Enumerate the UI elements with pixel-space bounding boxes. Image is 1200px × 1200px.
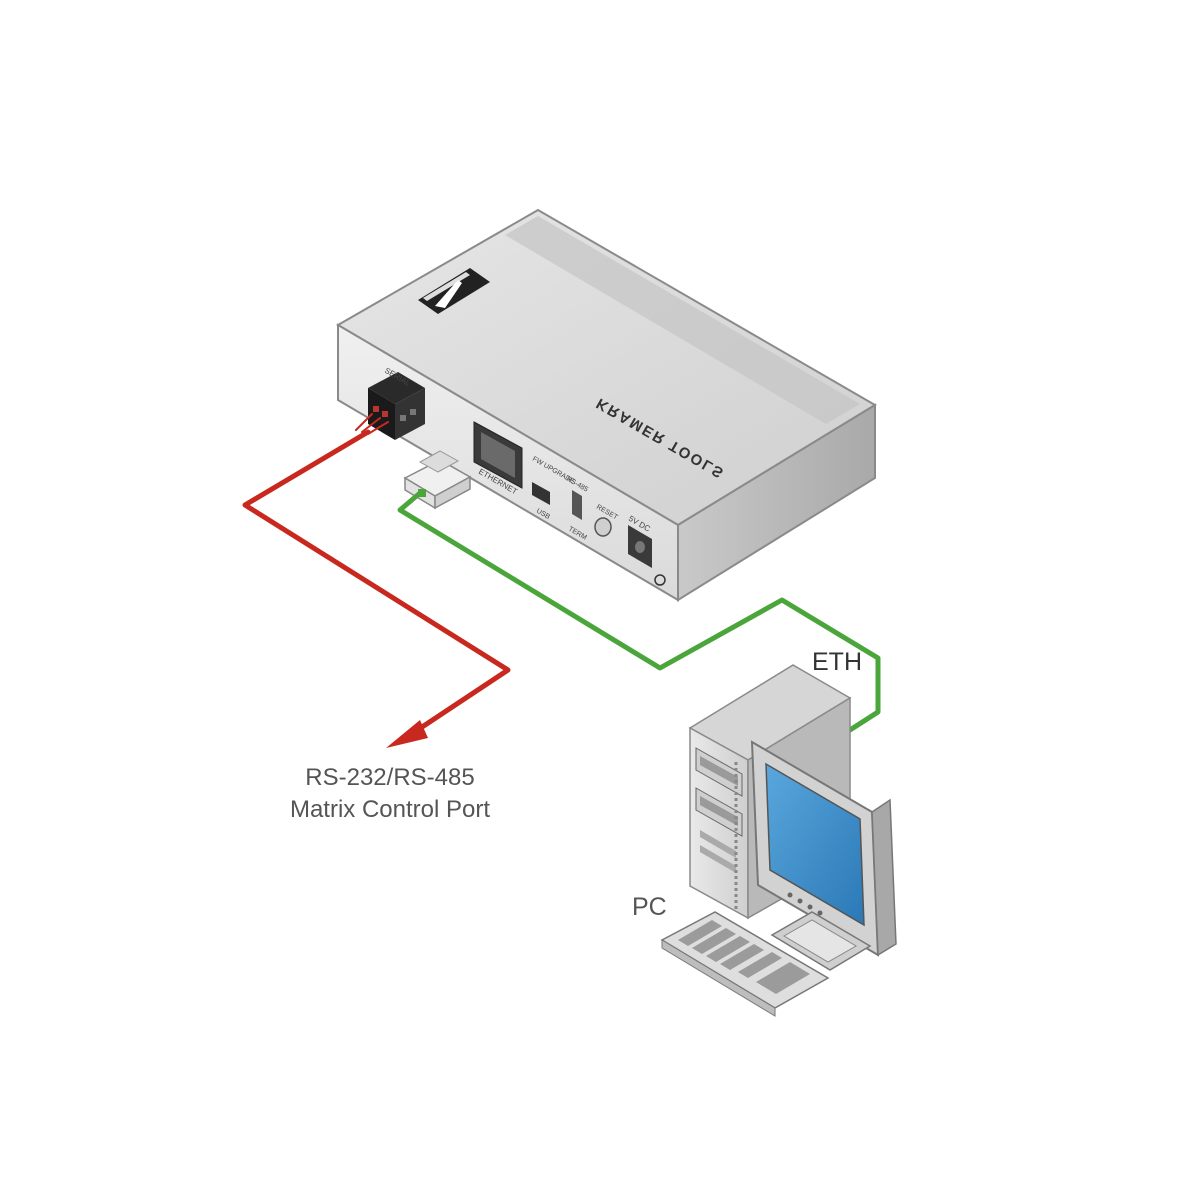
eth-label: ETH xyxy=(812,648,862,676)
serial-cable xyxy=(242,413,511,748)
rs232-rs485-label: RS-232/RS-485 Matrix Control Port xyxy=(255,762,525,826)
rs-label-line1: RS-232/RS-485 xyxy=(305,764,475,791)
power-icon xyxy=(654,574,666,586)
kramer-logo-icon xyxy=(418,268,490,314)
keyboard-keys xyxy=(678,920,810,994)
arrow-head-icon xyxy=(386,720,428,748)
kramer-device: KRAMER TOOLS SERIAL ETHERNET FW UPGRADE … xyxy=(336,208,877,602)
ethernet-cable xyxy=(397,490,881,733)
monitor-screen xyxy=(765,762,865,927)
monitor-back xyxy=(871,798,897,957)
rs-label-line2: Matrix Control Port xyxy=(289,796,491,823)
device-side-face xyxy=(677,403,876,602)
pc-label: PC xyxy=(632,893,667,921)
pc-computer xyxy=(660,664,897,1017)
device-top-stripe xyxy=(505,216,860,424)
serial-terminal-block: SERIAL xyxy=(368,366,425,440)
